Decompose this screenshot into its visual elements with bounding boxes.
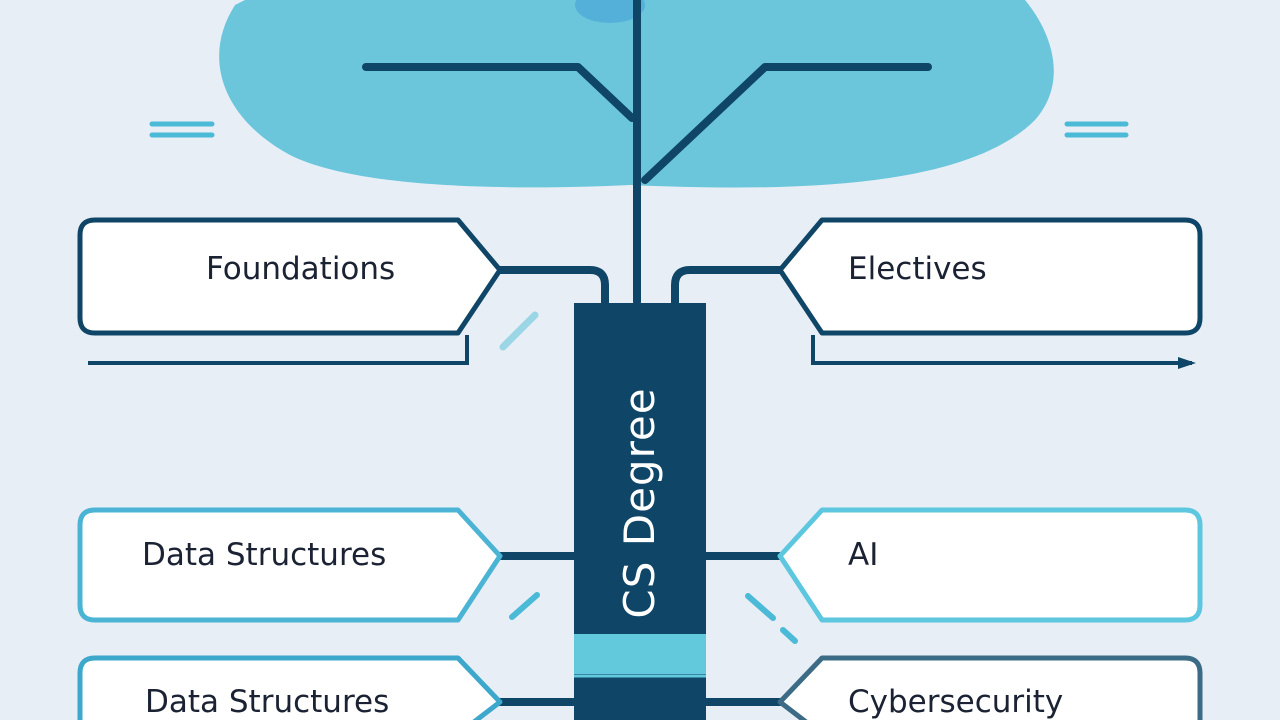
node-box-ai (777, 507, 1203, 623)
decorative-dashes (149, 121, 1129, 644)
tree-branches (362, 0, 932, 306)
node-box-data-structures-2 (77, 655, 503, 720)
node-label-cybersecurity: Cybersecurity (848, 684, 1064, 720)
spine (574, 303, 706, 720)
node-label-data-structures-2: Data Structures (145, 684, 390, 720)
node-box-data-structures-1 (77, 507, 503, 623)
arrow-head (1178, 357, 1196, 369)
node-box-electives (777, 217, 1203, 336)
node-label-data-structures-1: Data Structures (142, 537, 387, 573)
node-label-electives: Electives (848, 251, 987, 287)
node-label-ai: AI (848, 537, 879, 573)
node-label-foundations: Foundations (206, 251, 396, 287)
node-box-foundations (77, 217, 503, 336)
connectors (496, 266, 784, 706)
spine-label: CS Degree (615, 387, 664, 619)
underline-brackets (88, 335, 1192, 365)
node-box-cybersecurity (777, 655, 1203, 720)
